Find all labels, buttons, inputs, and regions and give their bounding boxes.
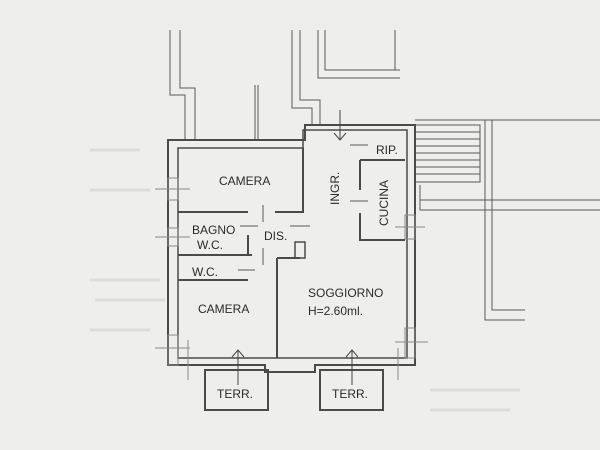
room-label-cucina: CUCINA (377, 180, 391, 226)
windows (155, 177, 428, 380)
room-label-terr-left: TERR. (217, 387, 253, 401)
background-print-residue (90, 148, 520, 412)
room-label-bagno: BAGNO (192, 223, 235, 237)
interior-walls (178, 148, 405, 358)
stairs (414, 124, 481, 183)
room-label-ingr: INGR. (328, 172, 342, 205)
room-label-camera-top: CAMERA (219, 174, 270, 188)
room-label-terr-right: TERR. (332, 387, 368, 401)
room-label-camera-bottom: CAMERA (198, 302, 249, 316)
ceiling-height-label: H=2.60ml. (308, 304, 363, 318)
room-label-rip: RIP. (376, 143, 398, 157)
arrow-icons (231, 110, 359, 385)
room-label-wc: W.C. (192, 265, 218, 279)
room-label-dis: DIS. (264, 229, 287, 243)
room-label-bagno-wc: W.C. (197, 238, 223, 252)
door-markers (238, 144, 368, 271)
room-label-soggiorno: SOGGIORNO (308, 286, 383, 300)
adjacent-walls (169, 30, 600, 321)
